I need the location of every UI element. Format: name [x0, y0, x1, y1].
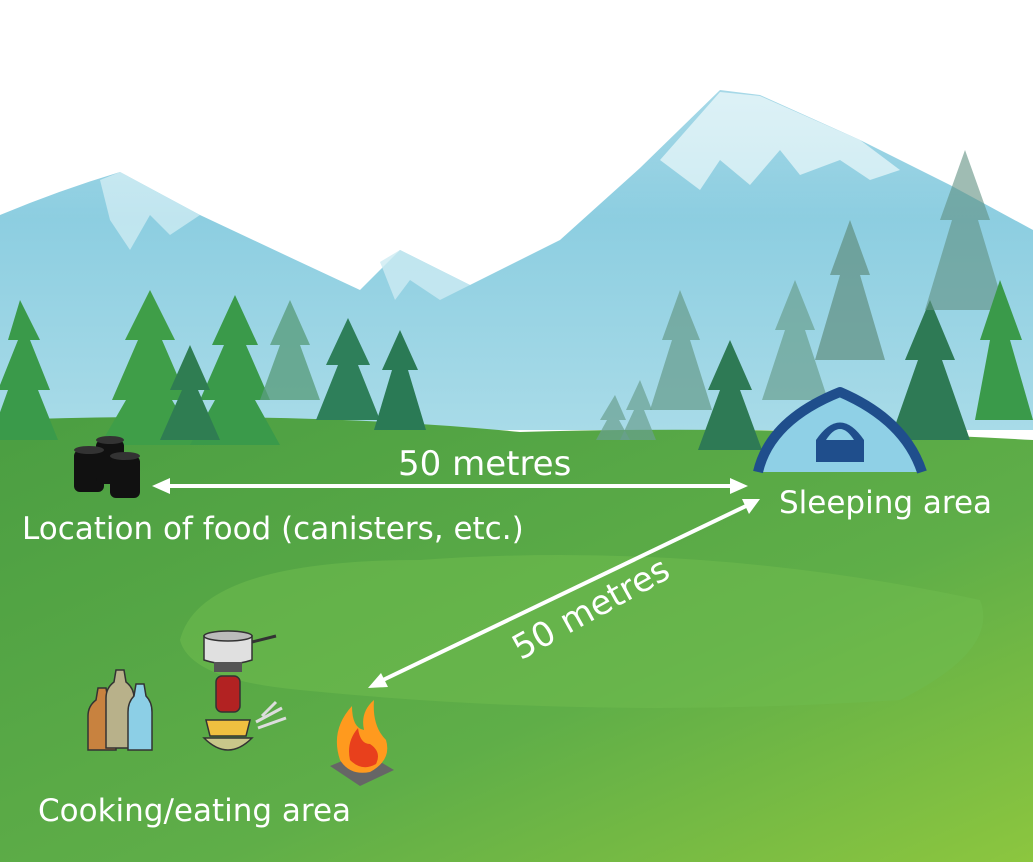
clearing [180, 555, 984, 708]
stove-pot-icon [202, 630, 287, 751]
arrow-head-cook [368, 673, 388, 688]
trees-left [0, 290, 426, 445]
arrow-head-right [730, 478, 748, 494]
campfire-icon [330, 700, 394, 786]
arrow-cook-sleep [382, 504, 747, 682]
trees-right [596, 150, 1033, 450]
cooking-area-label: Cooking/eating area [38, 793, 352, 829]
water-bottles-icon [87, 669, 153, 751]
food-canisters-icon [74, 436, 140, 498]
arrow-head-left [152, 478, 170, 494]
tent-icon [753, 387, 927, 474]
arrow-head-sleep [742, 499, 760, 514]
distance-arrows [152, 478, 760, 688]
mountains [0, 0, 1033, 430]
sleeping-area-label: Sleeping area [779, 485, 993, 521]
food-location-label: Location of food (canisters, etc.) [22, 511, 524, 547]
distance-label-food-sleep: 50 metres [398, 444, 572, 484]
